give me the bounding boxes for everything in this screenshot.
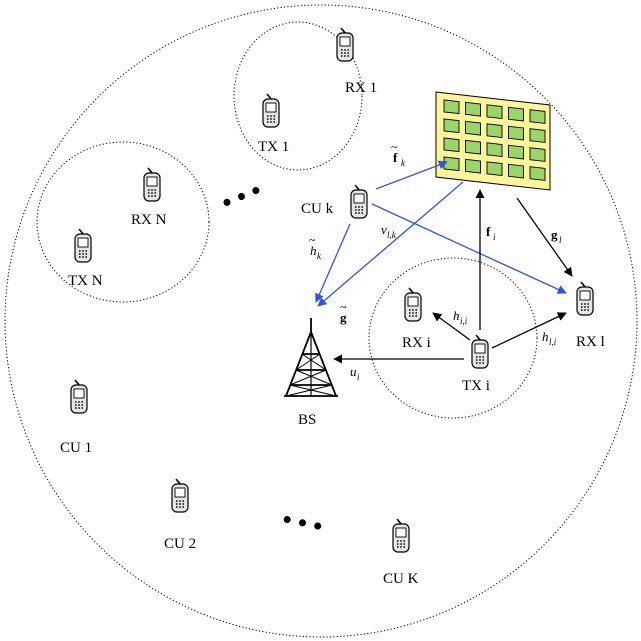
label-rx-1: RX 1 <box>345 80 377 96</box>
svg-text:i: i <box>493 232 496 242</box>
irs-element <box>508 106 524 122</box>
base-station-tower-icon <box>284 318 338 397</box>
symbol-h-li: h l,i <box>542 329 557 347</box>
irs-element <box>465 158 481 174</box>
irs-element <box>508 144 524 160</box>
label-rx-l: RX l <box>576 334 605 350</box>
tx-1-phone-icon <box>262 93 280 128</box>
rx-1-phone-icon <box>336 27 354 62</box>
cu-k-phone-icon <box>350 184 368 219</box>
symbol-g-l: g l <box>551 227 562 245</box>
irs-element <box>486 142 503 158</box>
cu-2-phone-icon <box>171 478 189 513</box>
label-cu-2: CU 2 <box>164 536 196 552</box>
label-rx-n: RX N <box>131 212 167 228</box>
svg-text:l,i: l,i <box>549 337 557 347</box>
svg-text:h: h <box>542 329 549 344</box>
irs-element <box>486 123 503 139</box>
irs-element <box>486 104 503 120</box>
irs-element <box>486 161 503 177</box>
irs-element <box>529 128 546 143</box>
link-tx-i-to-rx-i <box>432 312 471 341</box>
pair-1-cluster <box>233 21 363 171</box>
svg-text:g: g <box>340 310 347 325</box>
svg-text:~: ~ <box>340 300 347 314</box>
svg-text:k: k <box>401 158 406 168</box>
irs-element <box>465 120 481 136</box>
irs-element <box>508 163 524 179</box>
symbol-h-tilde-k: h k ~ <box>309 233 322 261</box>
link-cu-to-bs <box>315 223 351 303</box>
label-rx-i: RX i <box>402 335 431 351</box>
irs-element <box>443 156 460 172</box>
svg-text:~: ~ <box>391 140 398 154</box>
irs-element <box>508 125 524 141</box>
tx-i-phone-icon <box>471 334 489 369</box>
cu-1-phone-icon <box>70 379 88 414</box>
irs-element <box>465 101 481 117</box>
irs-element <box>529 147 546 162</box>
svg-text:g: g <box>551 227 558 242</box>
svg-text:h: h <box>310 243 317 258</box>
symbol-f-i: f i <box>486 224 496 242</box>
irs-element <box>443 137 460 153</box>
irs-element <box>529 109 546 124</box>
svg-text:h: h <box>453 308 460 323</box>
link-irs-to-rx-l <box>516 197 573 277</box>
pair-n-cluster <box>36 141 210 303</box>
label-cu-k: CU k <box>301 201 334 217</box>
label-tx-n: TX N <box>68 273 103 289</box>
svg-text:l: l <box>559 235 562 245</box>
svg-text:~: ~ <box>309 233 316 247</box>
label-tx-1: TX 1 <box>258 139 289 155</box>
ellipsis-cus: • • • <box>280 505 325 542</box>
rx-l-phone-icon <box>576 281 594 316</box>
irs-element <box>465 139 481 155</box>
ellipsis-pairs: • • • <box>217 176 265 218</box>
irs-element <box>443 118 460 134</box>
irs-element <box>443 99 460 115</box>
link-irs-to-bs <box>317 181 464 307</box>
svg-text:u: u <box>350 364 357 379</box>
irs-element <box>529 166 546 181</box>
svg-text:i: i <box>357 372 360 382</box>
svg-text:l,k: l,k <box>387 230 397 240</box>
cu-big-k-phone-icon <box>392 518 410 553</box>
svg-text:k: k <box>317 251 322 261</box>
label-cu-1: CU 1 <box>60 440 92 456</box>
tx-n-phone-icon <box>74 228 92 263</box>
link-cu-to-irs <box>375 160 448 190</box>
rx-n-phone-icon <box>143 167 161 202</box>
label-cu-big-k: CU K <box>383 571 419 587</box>
link-tx-i-to-rx-l <box>491 312 567 349</box>
irs-panel-icon <box>435 91 551 191</box>
rx-i-phone-icon <box>404 287 422 322</box>
svg-text:f: f <box>486 224 491 239</box>
link-cu-to-rx-l <box>371 203 567 294</box>
symbol-g-tilde: g ~ <box>340 300 347 325</box>
cell-boundary <box>4 4 638 638</box>
symbol-v-lk: v l,k <box>381 222 397 240</box>
svg-text:i,i: i,i <box>460 316 468 326</box>
symbol-h-ii: h i,i <box>453 308 468 326</box>
svg-text:f: f <box>393 150 398 165</box>
symbol-f-tilde-k: f k ~ <box>391 140 406 168</box>
label-tx-i: TX i <box>462 378 490 394</box>
label-bs: BS <box>298 412 316 428</box>
svg-text:v: v <box>381 222 387 237</box>
symbol-u-i: u i <box>350 364 360 382</box>
pair-i-cluster <box>368 257 538 419</box>
